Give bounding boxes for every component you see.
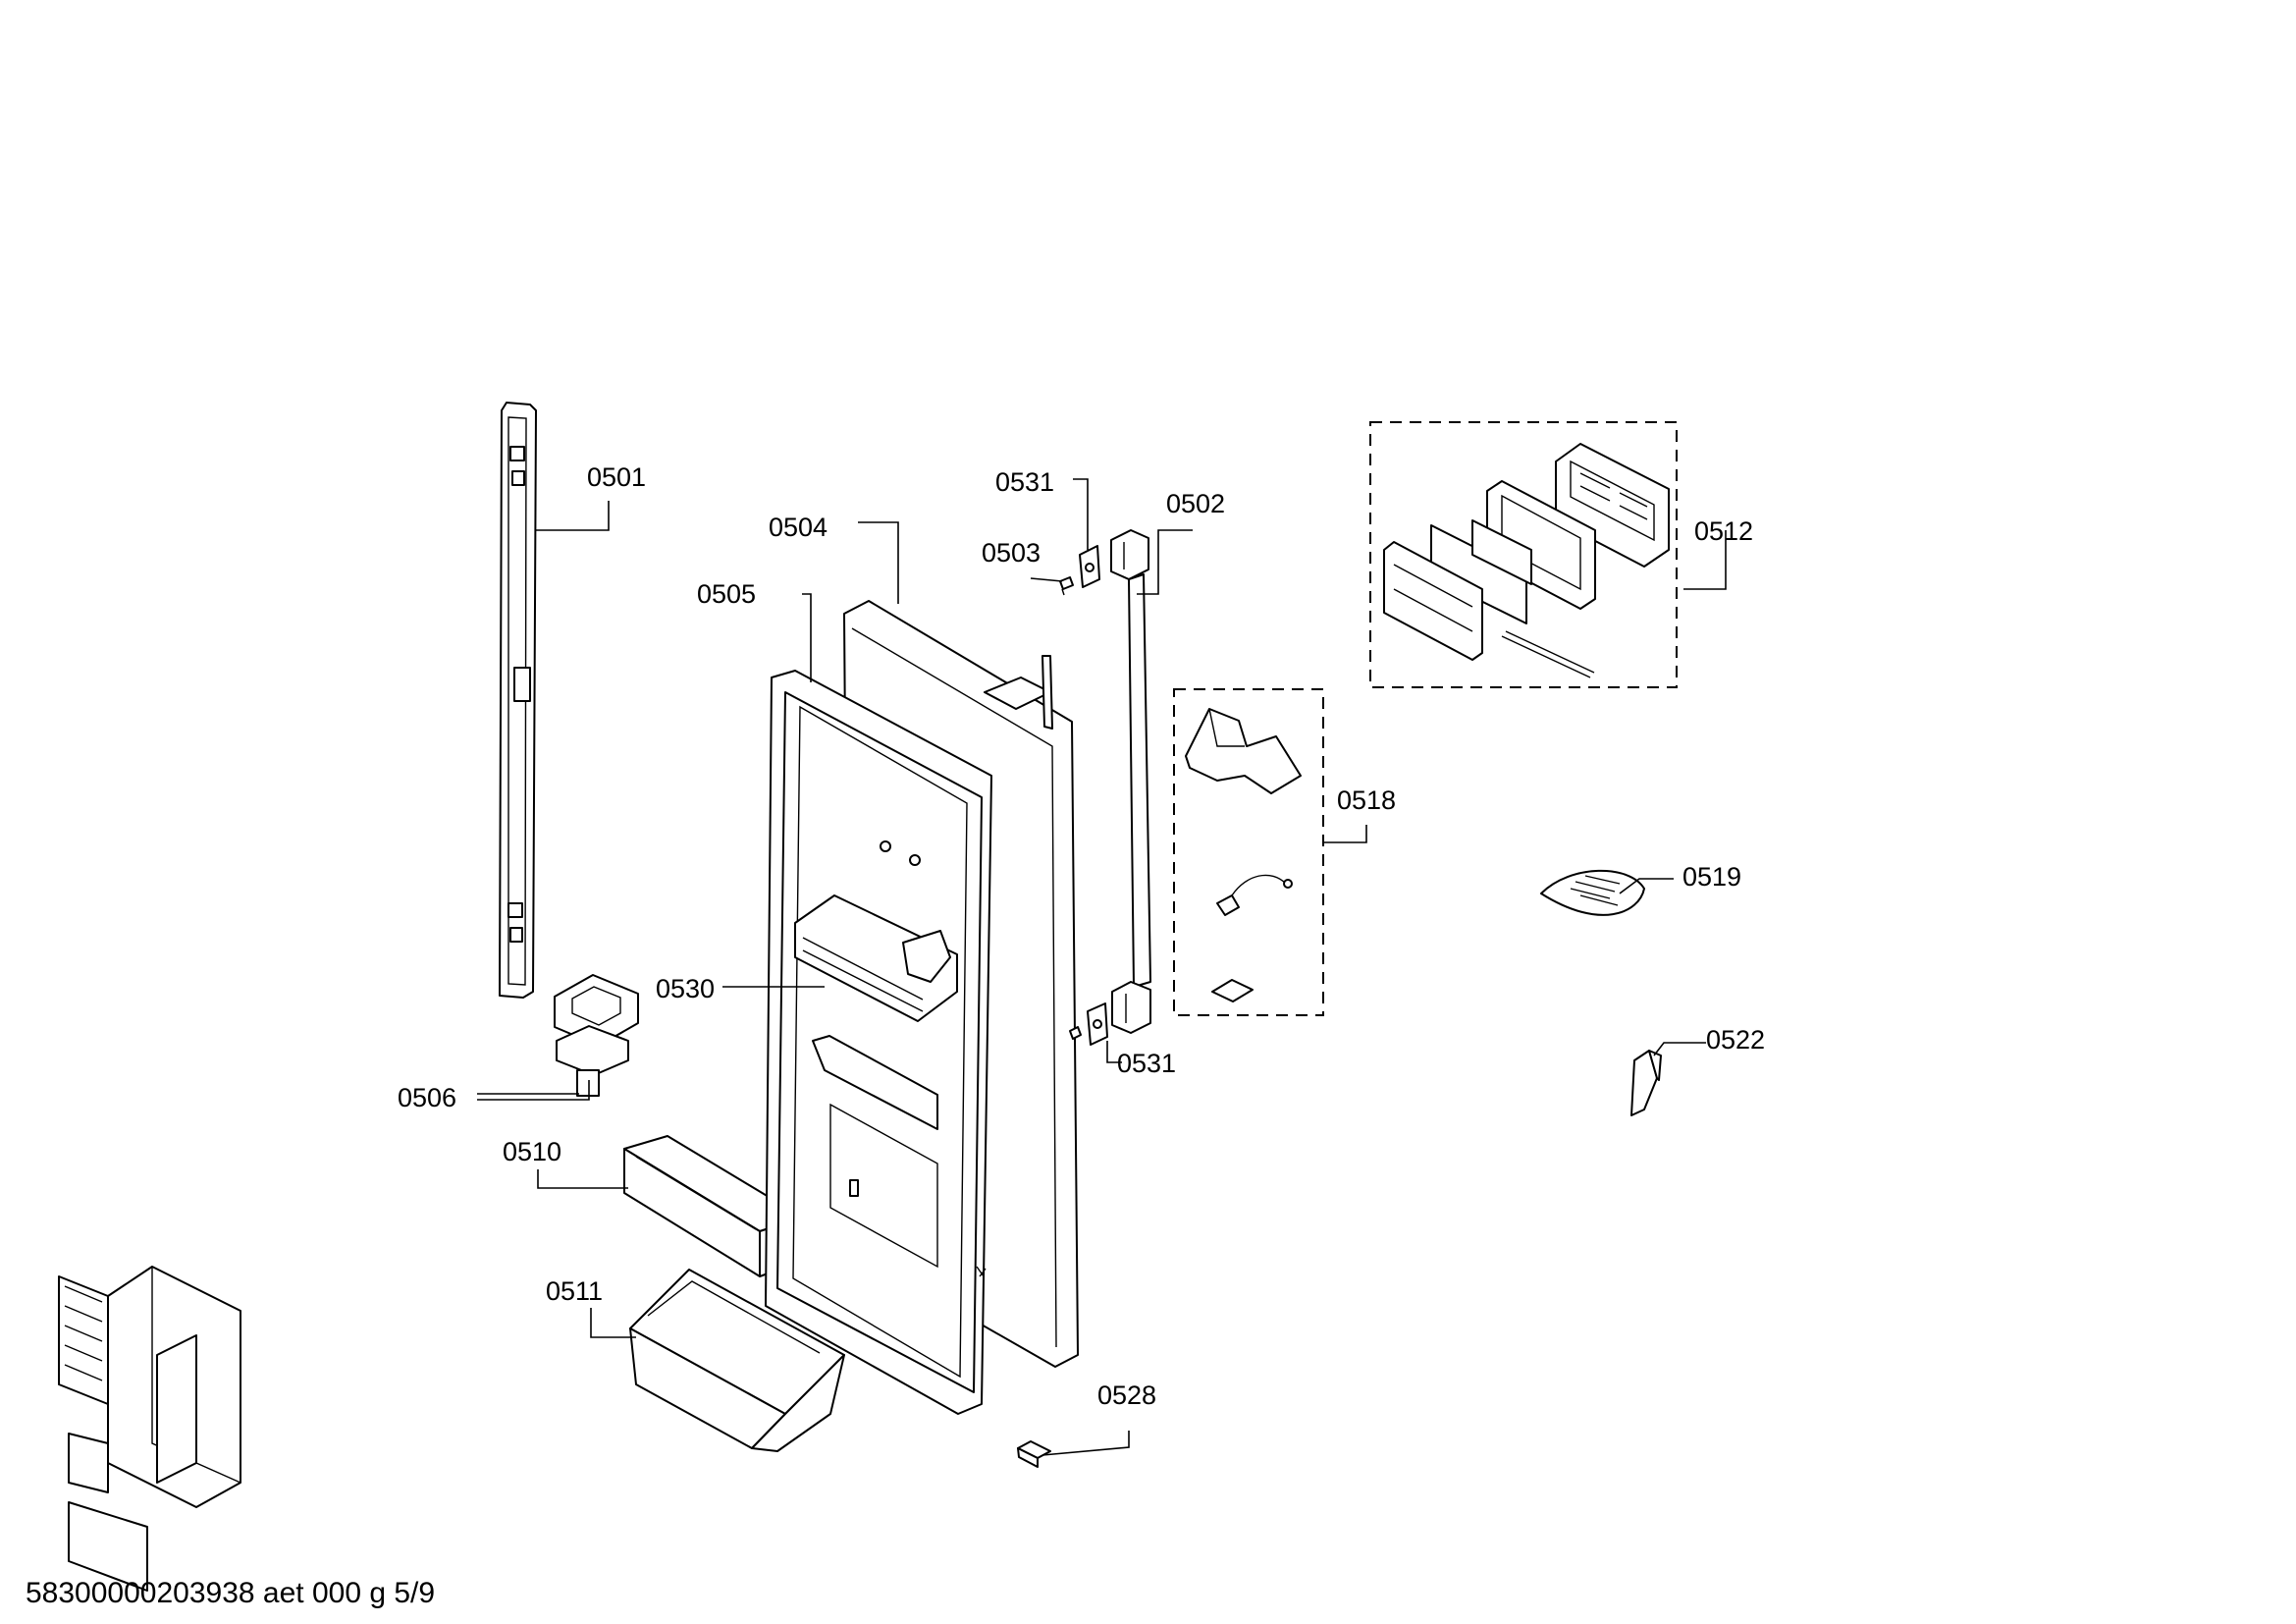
callout-0512: 0512	[1694, 516, 1753, 546]
callout-0503: 0503	[982, 538, 1041, 568]
callout-0531-top: 0531	[995, 467, 1054, 497]
part-0502-door-handle[interactable]	[1110, 529, 1151, 1034]
part-0511-door-bin[interactable]	[629, 1269, 845, 1452]
callout-0531-bottom: 0531	[1117, 1049, 1176, 1078]
callout-0505: 0505	[697, 579, 756, 609]
part-0501-hinge-rail[interactable]	[499, 402, 537, 999]
orientation-thumbnail	[58, 1266, 241, 1592]
part-0506-hinge[interactable]	[554, 974, 639, 1097]
callout-0519: 0519	[1682, 862, 1741, 892]
group-0518-dispenser-parts	[1173, 688, 1324, 1016]
callout-labels: 0501 0502 0503 0504 0505 0506 0510 0511 …	[398, 462, 1765, 1410]
callout-0530: 0530	[656, 974, 715, 1003]
callout-0511: 0511	[546, 1276, 603, 1306]
callout-0528: 0528	[1097, 1380, 1156, 1410]
part-0519-drip-tray[interactable]	[1540, 869, 1645, 916]
callout-0501: 0501	[587, 462, 646, 492]
part-0531-cover-top[interactable]	[1079, 545, 1100, 588]
callout-0518: 0518	[1337, 785, 1396, 815]
part-0505-door-gasket[interactable]	[765, 670, 992, 1415]
part-0528-clip[interactable]	[1017, 1440, 1051, 1468]
callout-0506: 0506	[398, 1083, 456, 1112]
part-0531-cover-bottom[interactable]	[1069, 1002, 1108, 1046]
callout-0522: 0522	[1706, 1025, 1765, 1055]
group-0512-control-panel	[1369, 421, 1678, 688]
callout-0510: 0510	[503, 1137, 561, 1166]
callout-0502: 0502	[1166, 489, 1225, 518]
part-0503-screw[interactable]	[1059, 576, 1074, 596]
drawing-reference-footer: 58300000203938 aet 000 g 5/9	[26, 1577, 435, 1609]
callout-0504: 0504	[769, 513, 828, 542]
leader-lines	[477, 478, 1727, 1456]
part-0522-switch[interactable]	[1630, 1050, 1662, 1116]
